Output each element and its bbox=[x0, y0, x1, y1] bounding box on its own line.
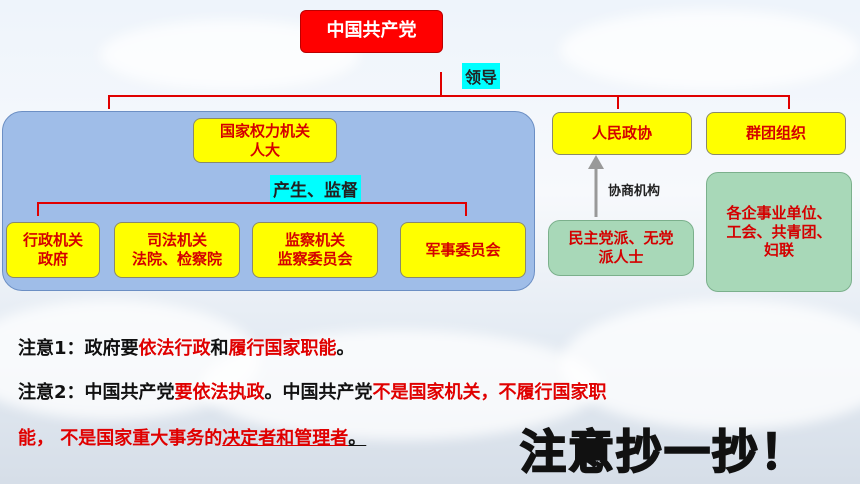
organ-military-label: 军事委员会 bbox=[425, 240, 501, 259]
cppcc-box: 人民政协 bbox=[552, 112, 692, 155]
enterprises-box: 各企事业单位、 工会、共青团、 妇联 bbox=[706, 172, 852, 292]
note-2-line1: 注意2：中国共产党要依法执政。中国共产党不是国家机关，不履行国家职 bbox=[18, 378, 607, 404]
cppcc-label: 人民政协 bbox=[591, 124, 652, 143]
note-1-prefix: 注意1：政府要 bbox=[18, 338, 139, 359]
note-2-mid: 。中国共产党 bbox=[264, 382, 373, 403]
enterprises-line2: 工会、共青团、 bbox=[726, 222, 832, 241]
note-1-end: 。 bbox=[336, 338, 355, 359]
consult-arrow bbox=[588, 155, 604, 217]
organ-bracket-left bbox=[37, 202, 39, 216]
democratic-parties-line1: 民主党派、无党 bbox=[568, 229, 674, 248]
enterprises-line1: 各企事业单位、 bbox=[726, 203, 832, 222]
state-power-line1: 国家权力机关 bbox=[219, 121, 310, 140]
produce-supervise-label: 产生、监督 bbox=[270, 175, 361, 202]
state-power-line2: 人大 bbox=[249, 140, 280, 159]
mass-orgs-box: 群团组织 bbox=[706, 112, 846, 155]
organ-bracket bbox=[37, 202, 467, 204]
lead-label: 领导 bbox=[462, 63, 501, 89]
note-2-red1: 要依法执政 bbox=[174, 382, 265, 403]
organ-judicial-line1: 司法机关 bbox=[146, 231, 207, 250]
note-2-red2: 不是国家机关，不履行国家职 bbox=[372, 382, 607, 403]
democratic-parties-box: 民主党派、无党 派人士 bbox=[548, 220, 694, 276]
enterprises-line3: 妇联 bbox=[763, 241, 794, 260]
organ-judicial-line2: 法院、检察院 bbox=[131, 250, 222, 268]
lead-bracket bbox=[108, 95, 790, 97]
organ-bracket-right bbox=[465, 202, 467, 216]
party-label: 中国共产党 bbox=[326, 20, 417, 42]
note-1: 注意1：政府要依法行政和履行国家职能。 bbox=[18, 334, 355, 360]
note-1-red2: 履行国家职能 bbox=[228, 338, 337, 359]
democratic-parties-line2: 派人士 bbox=[598, 248, 644, 266]
organ-executive-line1: 行政机关 bbox=[22, 231, 83, 250]
lead-bracket-mid bbox=[617, 95, 619, 109]
note-1-mid: 和 bbox=[210, 338, 229, 359]
note-2-line2: 能， 不是国家重大事务的决定者和管理者。 bbox=[18, 424, 366, 450]
organ-supervisory: 监察机关 监察委员会 bbox=[252, 222, 378, 278]
mass-orgs-label: 群团组织 bbox=[745, 124, 806, 143]
lead-bracket-left bbox=[108, 95, 110, 109]
organ-executive-line2: 政府 bbox=[37, 250, 68, 268]
organ-judicial: 司法机关 法院、检察院 bbox=[114, 222, 240, 278]
copy-note: 注意抄一抄！ bbox=[519, 424, 808, 480]
organ-supervisory-line2: 监察委员会 bbox=[277, 250, 353, 268]
consult-label: 协商机构 bbox=[608, 184, 661, 199]
note-2-end: 。 bbox=[348, 428, 367, 449]
background-cloud bbox=[560, 10, 860, 90]
note-2-prefix: 注意2：中国共产党 bbox=[18, 382, 175, 403]
organ-military: 军事委员会 bbox=[400, 222, 526, 278]
background-cloud bbox=[200, 330, 600, 440]
note-2-line2-red: 能， 不是国家重大事务的 bbox=[18, 428, 223, 449]
organ-supervisory-line1: 监察机关 bbox=[284, 231, 345, 250]
party-box: 中国共产党 bbox=[300, 10, 443, 53]
note-2-underline: 决定者和管理者 bbox=[222, 428, 349, 449]
note-1-red1: 依法行政 bbox=[138, 338, 211, 359]
state-power-box: 国家权力机关 人大 bbox=[193, 118, 337, 163]
connector-line bbox=[440, 72, 442, 96]
background-cloud bbox=[560, 300, 860, 430]
organ-executive: 行政机关 政府 bbox=[6, 222, 100, 278]
lead-bracket-right bbox=[788, 95, 790, 109]
